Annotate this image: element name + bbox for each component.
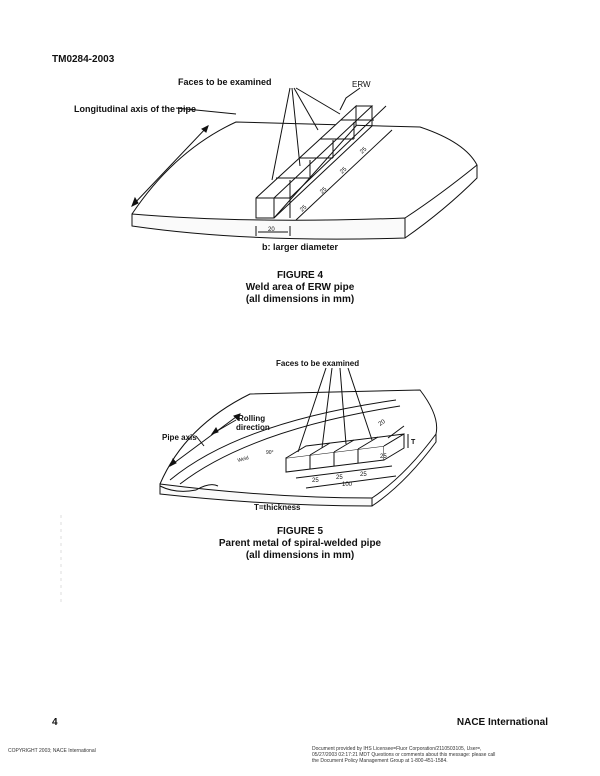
- fig5-dim-25-c: 25: [360, 472, 367, 478]
- fig4-div-g: [289, 122, 355, 198]
- figure-5-diagram: Faces to be examined Rolling direction P…: [159, 359, 438, 512]
- copyright-notice: COPYRIGHT 2003; NACE International: [8, 748, 96, 754]
- license-notice-line3: the Document Policy Management Group at …: [312, 758, 448, 764]
- fig5-dim-100-line: [305, 475, 397, 489]
- fig4-label-axis: Longitudinal axis of the pipe: [74, 104, 196, 114]
- fig4-dim-20-line: [255, 226, 291, 236]
- fig4-pipe-top-outline: [131, 121, 478, 219]
- license-notice-line1: Document provided by IHS Licensee=Fluor …: [312, 746, 482, 752]
- fig5-specimen-side: [383, 433, 405, 461]
- fig5-dim-20-top-line: [387, 425, 405, 439]
- fig4-div-a: [256, 197, 291, 218]
- fig4-label-sub: b: larger diameter: [262, 242, 339, 252]
- fig5-caption-line1: Parent metal of spiral-welded pipe: [218, 538, 382, 549]
- fig4-label-erw: ERW: [352, 80, 371, 89]
- fig4-dim-25-c: 25: [339, 166, 348, 175]
- fig5-dim-100: 100: [342, 482, 353, 488]
- fig5-weld-band-1: [169, 399, 397, 481]
- fig4-label-faces: Faces to be examined: [178, 77, 272, 87]
- fig5-weld-bead: [159, 484, 219, 492]
- fig4-axis-arrowhead-a: [131, 196, 139, 208]
- fig4-dim-25-b: 25: [319, 186, 328, 195]
- fig4-dim-25-d: 25: [359, 146, 368, 155]
- license-notice: Document provided by IHS Licensee=Fluor …: [312, 746, 582, 764]
- figure-4-diagram: Faces to be examined ERW Longitudinal ax…: [74, 77, 478, 252]
- fig5-pipe-top-outline: [159, 389, 438, 499]
- fig4-pointer-4: [295, 87, 341, 115]
- fig5-label-faces: Faces to be examined: [276, 359, 359, 368]
- page-number: 4: [52, 717, 58, 728]
- fig5-axis-leader: [195, 435, 205, 447]
- fig5-axis-arrowhead-a: [169, 458, 177, 468]
- fig5-pointer-1: [297, 367, 327, 453]
- fig5-pointer-3: [339, 367, 347, 445]
- fig4-caption-line2: (all dimensions in mm): [245, 294, 355, 305]
- fig4-caption-line1: Weld area of ERW pipe: [245, 282, 355, 293]
- fig5-dim-25-line: [295, 465, 393, 479]
- fig4-caption-title: FIGURE 4: [276, 270, 324, 281]
- fig5-dim-t: T: [411, 439, 416, 446]
- fig5-caption-title: FIGURE 5: [276, 526, 324, 537]
- fig4-dim-20: 20: [268, 227, 275, 233]
- fig5-label-rolling-1: Rolling: [238, 414, 265, 423]
- fig5-axis-arrow-line: [169, 413, 241, 467]
- fig4-axis-arrowhead-b: [201, 125, 209, 133]
- fig5-dim-25-d: 25: [380, 454, 387, 460]
- fig4-dim-25-a: 25: [299, 204, 308, 213]
- figure-5-caption: FIGURE 5 Parent metal of spiral-welded p…: [0, 526, 600, 562]
- fig4-strip-side: [273, 106, 373, 219]
- document-code: TM0284-2003: [52, 54, 115, 65]
- fig4-pointer-3: [293, 87, 319, 131]
- margin-scan-mark: [60, 515, 62, 605]
- fig5-label-pipe-axis: Pipe axis: [162, 433, 197, 442]
- fig5-pipe-right-edge: [371, 434, 437, 507]
- fig4-div-b: [289, 105, 387, 199]
- fig4-pointer-1: [271, 87, 291, 181]
- fig5-caption-line2: (all dimensions in mm): [245, 550, 355, 561]
- fig5-div-front: [309, 449, 359, 469]
- fig5-axis-arrowhead-b: [233, 413, 241, 421]
- fig5-div-top: [309, 436, 379, 456]
- fig5-pointer-4: [347, 367, 373, 441]
- fig5-label-weld: Weld: [237, 455, 250, 464]
- organization-name: NACE International: [456, 717, 548, 728]
- fig5-pointer-2: [321, 367, 333, 449]
- fig5-label-thickness: T=thickness: [254, 503, 301, 512]
- fig5-dim-25-a: 25: [312, 478, 319, 484]
- fig4-dim-25-line: [295, 129, 393, 221]
- fig5-rolling-arrowhead: [210, 427, 219, 435]
- fig4-pointer-2: [291, 87, 301, 167]
- fig5-dim-20-top: 20: [378, 419, 387, 428]
- fig5-weld-band-2: [179, 405, 401, 485]
- fig5-dim-25-b: 25: [336, 475, 343, 481]
- fig4-axis-leader: [175, 107, 237, 115]
- fig4-axis-arrow-line: [131, 125, 209, 207]
- license-notice-line2: 05/27/2003 02:17:21 MDT Questions or com…: [312, 752, 496, 758]
- fig4-pipe-right-edge: [404, 165, 478, 239]
- fig5-label-rolling-2: direction: [236, 423, 270, 432]
- figure-4-caption: FIGURE 4 Weld area of ERW pipe (all dime…: [0, 270, 600, 306]
- fig4-erw-leader: [339, 87, 361, 111]
- fig5-label-90: 90°: [266, 450, 274, 456]
- fig4-specimen-strip: [255, 104, 357, 219]
